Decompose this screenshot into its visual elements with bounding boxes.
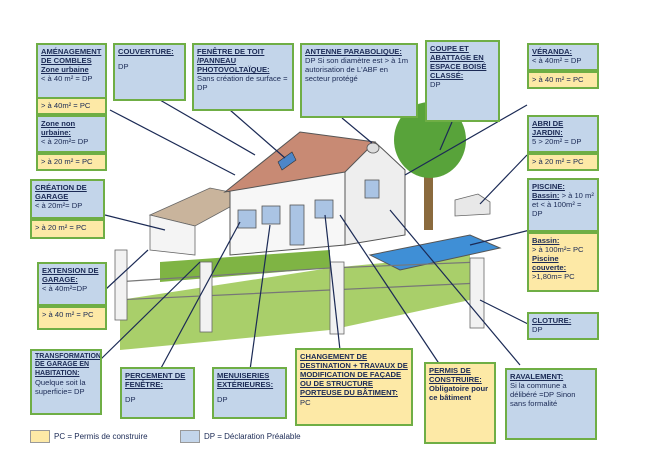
shed xyxy=(454,193,491,217)
rule-text: > à 20 m² = PC xyxy=(532,157,584,166)
piscine-pc-box: Bassin: > à 100m²= PC Piscine couverte: … xyxy=(527,232,599,292)
box-title: CLOTURE: xyxy=(532,316,572,325)
rule-text: > à 40m² = PC xyxy=(41,101,91,110)
box-title: CHANGEMENT DE DESTINATION + TRAVAUX DE M… xyxy=(300,352,408,398)
skylight xyxy=(277,151,297,171)
leader-lines xyxy=(99,99,531,371)
legend-dp-label: DP = Déclaration Préalable xyxy=(204,432,301,441)
box-title: PERMIS DE CONSTRUIRE: xyxy=(429,366,482,385)
rule-text: Si la commune a délibéré =DP Sinon sans … xyxy=(510,381,576,409)
menuiseries-box: MENUISERIES EXTÉRIEURES: DP xyxy=(212,367,287,419)
box-title: AMÉNAGEMENT DE COMBLES xyxy=(41,47,102,66)
rule-text: > à 10 m² et < à 100m² = DP xyxy=(532,191,594,219)
fence-post-3 xyxy=(329,261,345,335)
transformation-garage-box: TRANSFORMATION DE GARAGE EN HABITATION: … xyxy=(30,349,102,415)
bassin-label: Bassin: xyxy=(532,191,560,201)
rule-text: < à 40 m² = DP xyxy=(41,74,93,84)
box-title: CRÉATION DE GARAGE xyxy=(35,183,87,202)
rule-text: > à 40 m² = PC xyxy=(532,75,584,84)
box-title: VÉRANDA: xyxy=(532,47,573,56)
legend-dp-swatch xyxy=(180,430,200,443)
rule-text: DP xyxy=(125,395,136,405)
rule-text: PC xyxy=(300,397,311,407)
fenetre-toit-box: FENÊTRE DE TOIT /PANNEAU PHOTOVOLTAÏQUE:… xyxy=(192,43,294,111)
permis-construire-box: PERMIS DE CONSTRUIRE: Obligatoire pour c… xyxy=(424,362,496,444)
coupe-abattage-box: COUPE ET ABATTAGE EN ESPACE BOISÉ CLASSÉ… xyxy=(425,40,500,122)
percement-fenetre-box: PERCEMENT DE FENÊTRE: DP xyxy=(120,367,195,419)
rule-text: DP xyxy=(532,325,543,335)
box-title: TRANSFORMATION DE GARAGE EN HABITATION: xyxy=(35,353,101,377)
garage-wall xyxy=(149,214,196,256)
rule-text: 5 > 20m² = DP xyxy=(532,137,582,147)
rule-text: >1,80m= PC xyxy=(532,272,575,282)
extension-garage-box: EXTENSION DE GARAGE: < à 40m²=DP xyxy=(37,262,107,306)
box-title: EXTENSION DE GARAGE: xyxy=(42,266,99,285)
rule-text: Sans création de surface = DP xyxy=(197,74,288,93)
box-title: FENÊTRE DE TOIT /PANNEAU PHOTOVOLTAÏQUE: xyxy=(197,47,270,75)
piscine-box: PISCINE: Bassin: > à 10 m² et < à 100m² … xyxy=(527,178,599,232)
zone-non-urbaine-box: Zone non urbaine: < à 20m²= DP xyxy=(36,115,107,153)
house-window-1 xyxy=(237,209,257,229)
house-window-4 xyxy=(364,179,380,199)
zone-non-urbaine-pc-box: > à 20 m² = PC xyxy=(36,153,107,171)
house-window-2 xyxy=(261,205,281,225)
couverture-box: COUVERTURE: DP xyxy=(113,43,186,101)
rule-text: DP xyxy=(430,80,441,90)
veranda-pc-box: > à 40 m² = PC xyxy=(527,71,599,89)
zone-label: Zone urbaine xyxy=(41,65,89,75)
ravalement-box: RAVALEMENT: Si la commune a délibéré =DP… xyxy=(505,368,597,440)
legend-pc-label: PC = Permis de construire xyxy=(54,432,148,441)
creation-garage-pc-box: > à 20 m² = PC xyxy=(30,219,105,239)
zone-label: Zone non urbaine: xyxy=(41,119,76,138)
rule-text: < à 40m²=DP xyxy=(42,284,88,294)
box-title: RAVALEMENT: xyxy=(510,372,564,381)
rule-text: < à 20m²= DP xyxy=(35,201,83,211)
piscine-couverte-label: Piscine couverte: xyxy=(532,254,567,273)
rule-text: > à 40 m² = PC xyxy=(42,310,94,319)
changement-destination-box: CHANGEMENT DE DESTINATION + TRAVAUX DE M… xyxy=(295,348,413,426)
abri-jardin-pc-box: > à 20 m² = PC xyxy=(527,153,599,171)
rule-text: DP xyxy=(118,62,129,72)
rule-text: DP Si son diamètre est > à 1m autorisati… xyxy=(305,56,409,84)
fence-post-4 xyxy=(469,257,485,329)
rule-text: DP xyxy=(217,395,228,405)
box-title: COUPE ET ABATTAGE EN ESPACE BOISÉ CLASSÉ… xyxy=(430,44,487,81)
rule-text: > à 100m²= PC xyxy=(532,245,584,255)
box-title: ANTENNE PARABOLIQUE: xyxy=(305,47,402,56)
fence-post-1 xyxy=(114,249,128,321)
bassin-label: Bassin: xyxy=(532,236,560,245)
amenagement-pc-box: > à 40m² = PC xyxy=(36,97,107,115)
box-title: COUVERTURE: xyxy=(118,47,174,56)
legend-pc-swatch xyxy=(30,430,50,443)
rule-text: < à 20m²= DP xyxy=(41,137,89,147)
box-title: PISCINE: xyxy=(532,182,565,191)
rule-text: Quelque soit la superficie= DP xyxy=(35,378,86,397)
cloture-box: CLOTURE: DP xyxy=(527,312,599,340)
house-window-3 xyxy=(314,199,334,219)
rule-text: Obligatoire pour ce bâtiment xyxy=(429,384,489,403)
antenne-box: ANTENNE PARABOLIQUE: DP Si son diamètre … xyxy=(300,43,418,118)
fence-post-2 xyxy=(199,261,213,333)
tree-trunk xyxy=(424,160,433,230)
house-door xyxy=(289,204,305,246)
box-title: PERCEMENT DE FENÊTRE: xyxy=(125,371,186,390)
box-title: MENUISERIES EXTÉRIEURES: xyxy=(217,371,274,390)
abri-jardin-box: ABRI DE JARDIN: 5 > 20m² = DP xyxy=(527,115,599,153)
extension-garage-pc-box: > à 40 m² = PC xyxy=(37,306,107,330)
rule-text: > à 20 m² = PC xyxy=(35,223,87,232)
veranda-box: VÉRANDA: < à 40m² = DP xyxy=(527,43,599,71)
rule-text: > à 20 m² = PC xyxy=(41,157,93,166)
satellite-dish xyxy=(366,142,380,154)
box-title: ABRI DE JARDIN: xyxy=(532,119,564,138)
house-roof xyxy=(223,131,377,193)
creation-garage-box: CRÉATION DE GARAGE < à 20m²= DP xyxy=(30,179,105,219)
rule-text: < à 40m² = DP xyxy=(532,56,582,66)
